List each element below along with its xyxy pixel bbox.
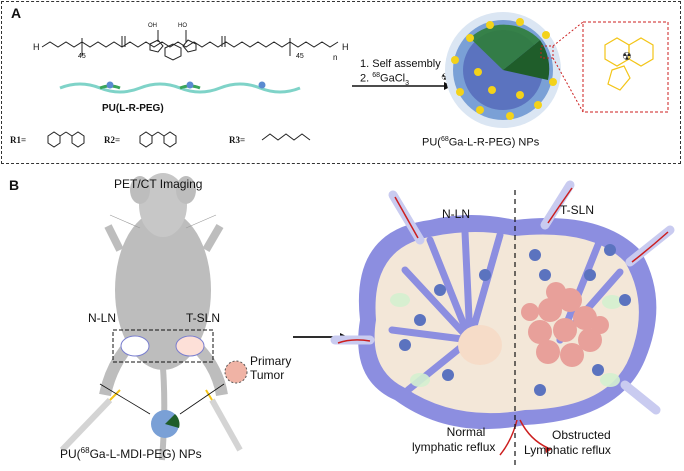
obstructed-reflux-line2: Lymphatic reflux [524, 443, 611, 457]
obstructed-reflux-line1: Obstructed [552, 428, 611, 442]
panel-b-letter: B [9, 177, 20, 193]
peg-repeat-left: 45 [78, 53, 86, 60]
panel-a-letter: A [11, 5, 22, 21]
syringe-left [59, 389, 121, 453]
t-sln-right-label: T-SLN [560, 203, 595, 217]
chelate-inset [582, 21, 669, 113]
h-atom-right: H [342, 42, 349, 52]
polymer-n: n [333, 53, 337, 62]
chelate-radioactive-icon: ☢ [622, 51, 632, 63]
imaging-label: PET/CT Imaging [114, 177, 203, 191]
r-groups [47, 131, 311, 148]
lymph-node-large [358, 215, 657, 430]
n-ln-right-label: N-LN [442, 207, 471, 221]
radioactive-icon: ☢ [441, 72, 449, 82]
nanoparticle [445, 12, 561, 128]
oh-label-1: OH [148, 23, 157, 29]
left-node-mini [120, 335, 150, 357]
r2-label: R2= [104, 135, 121, 145]
polymer-name: PU(L-R-PEG) [102, 103, 164, 114]
chelator-dot-2 [186, 81, 194, 89]
panel-a [1, 1, 681, 164]
n-ln-left-label: N-LN [88, 311, 117, 325]
np-label-a: PU(68Ga-L-R-PEG) NPs [422, 136, 540, 149]
primary-tumor-mini [224, 360, 248, 384]
chelate-structure [604, 37, 654, 91]
syringe-right [205, 389, 243, 452]
np-label-b: PU(68Ga-L-MDI-PEG) NPs [60, 446, 202, 461]
peg-repeat-right: 45 [296, 53, 304, 60]
red-flow-arrows [337, 187, 669, 456]
step-1-label: 1. Self assembly [360, 58, 441, 70]
chelator-dot-3 [258, 81, 266, 89]
lymph-node-box [112, 329, 214, 363]
r3-label: R3= [229, 135, 246, 145]
step-2-label: 2. 68GaCl3 [360, 72, 409, 87]
normal-reflux-line1: Normal [446, 425, 486, 439]
polymer-structure [41, 30, 339, 61]
right-node-mini [175, 335, 205, 357]
chelator-dot-1 [106, 81, 114, 89]
t-sln-left-label: T-SLN [186, 311, 221, 325]
r1-label: R1= [10, 135, 27, 145]
h-atom-left: H [33, 42, 40, 52]
normal-reflux-line2: lymphatic reflux [412, 440, 496, 454]
oh-label-2: HO [178, 23, 187, 29]
